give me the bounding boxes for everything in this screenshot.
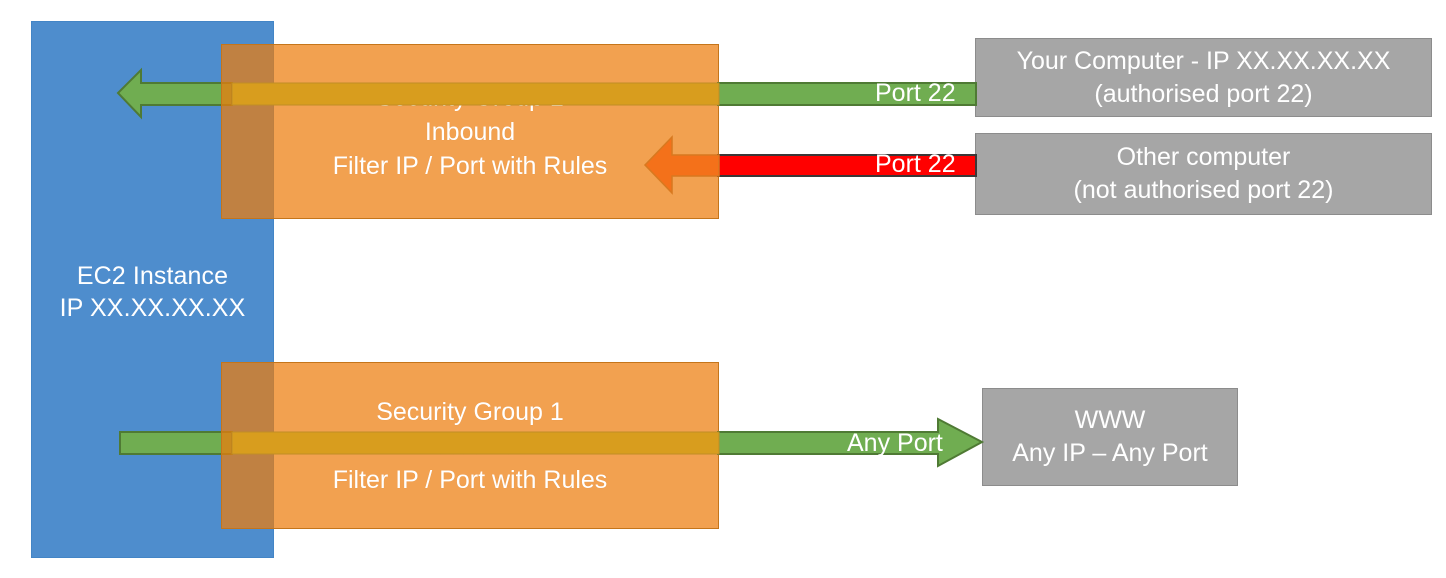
security-group-outbound-rules: Filter IP / Port with Rules: [332, 465, 608, 494]
your-computer-title: Your Computer - IP XX.XX.XX.XX: [1016, 46, 1391, 75]
inbound-allowed-port-label: Port 22: [875, 79, 956, 107]
outbound-port-label: Any Port: [847, 429, 943, 457]
www-title: WWW: [1074, 406, 1146, 434]
other-computer-title: Other computer: [1116, 143, 1291, 171]
your-computer-box: Your Computer - IP XX.XX.XX.XX (authoris…: [975, 38, 1432, 117]
www-box: WWW Any IP – Any Port: [982, 388, 1238, 486]
security-group-inbound-rules: Filter IP / Port with Rules: [332, 151, 608, 180]
www-note: Any IP – Any Port: [1012, 439, 1208, 467]
other-computer-box: Other computer (not authorised port 22): [975, 133, 1432, 215]
security-group-inbound-direction: Inbound: [424, 117, 516, 146]
ec2-instance-ip: IP XX.XX.XX.XX: [59, 294, 246, 322]
your-computer-note: (authorised port 22): [1094, 79, 1313, 108]
other-computer-note: (not authorised port 22): [1073, 176, 1334, 204]
ec2-instance-label: EC2 Instance: [76, 262, 229, 290]
security-group-outbound-title: Security Group 1: [376, 397, 564, 426]
inbound-blocked-port-label: Port 22: [875, 150, 956, 178]
